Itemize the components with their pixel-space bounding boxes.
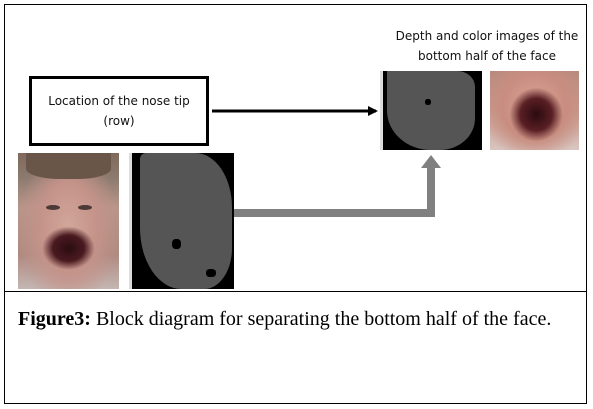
depth-hole bbox=[206, 269, 216, 277]
depth-to-output-arrow bbox=[234, 166, 435, 217]
caption-divider bbox=[4, 291, 587, 292]
full-face-depth-image bbox=[129, 153, 234, 289]
left-eye bbox=[46, 205, 60, 210]
hair-region bbox=[26, 153, 111, 179]
depth-hole bbox=[172, 239, 181, 249]
depth-face-region bbox=[140, 153, 232, 289]
full-face-color-image bbox=[18, 153, 119, 289]
half-face-color-image bbox=[490, 71, 579, 150]
figure-label: Figure3: bbox=[18, 308, 91, 330]
output-images-label: Depth and color images of the bottom hal… bbox=[395, 29, 579, 63]
depth-hole bbox=[425, 99, 431, 105]
depth-face-region bbox=[387, 71, 475, 150]
right-eye bbox=[78, 205, 92, 210]
half-face-depth-image bbox=[380, 71, 482, 150]
figure-caption: Figure3: Block diagram for separating th… bbox=[18, 303, 578, 336]
figure-caption-text: Block diagram for separating the bottom … bbox=[90, 308, 552, 330]
depth-arrow-head bbox=[421, 155, 441, 168]
nose-tip-location-label: Location of the nose tip (row) bbox=[48, 94, 190, 128]
nose-tip-location-box: Location of the nose tip (row) bbox=[29, 76, 209, 146]
